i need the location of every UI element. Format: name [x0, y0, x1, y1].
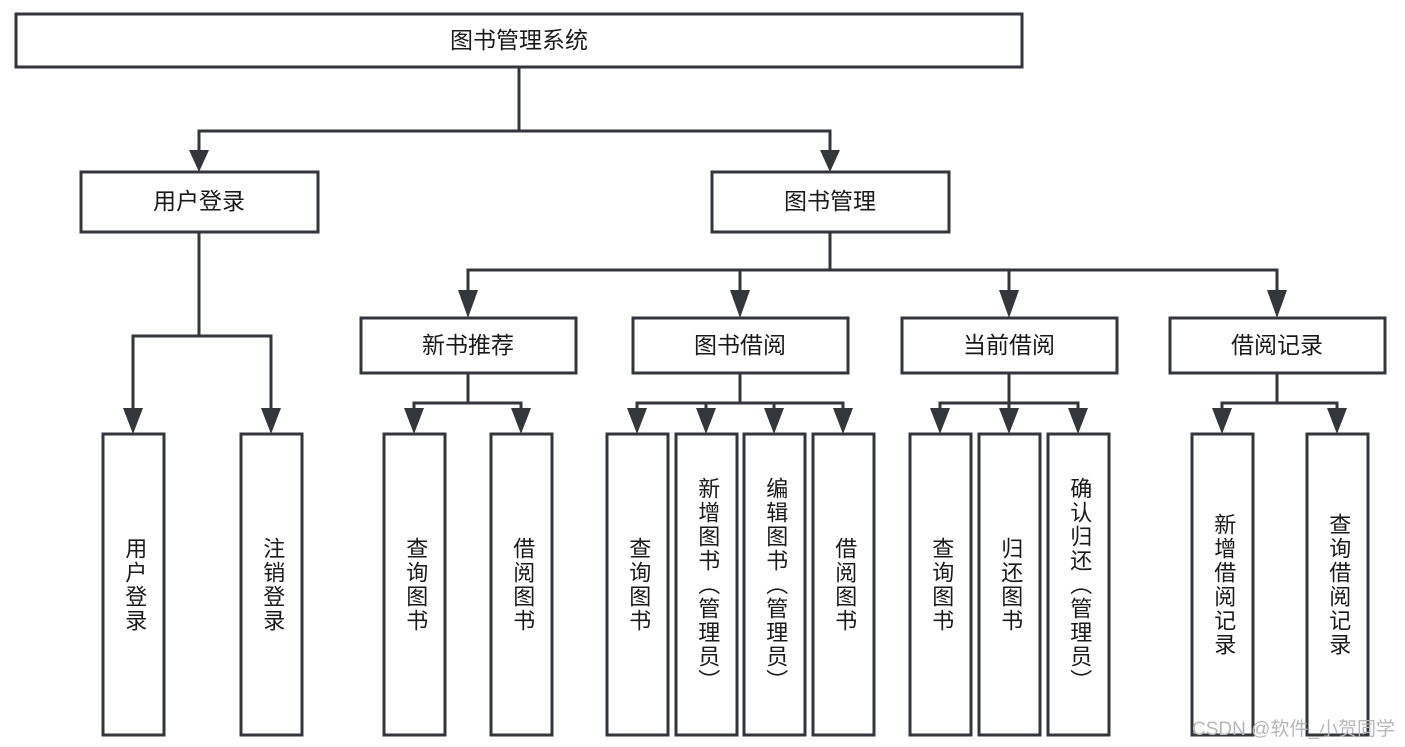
arrow-head-leaf-currentborrow-2 [999, 408, 1019, 434]
leaf-currentborrow-3-label: 确认归还（管理员） [1067, 477, 1092, 693]
arrow-head-leaf-currentborrow-1 [930, 408, 950, 434]
leaf-borrowrecords-1-label: 新增借阅记录 [1211, 513, 1236, 657]
leaf-bookborrow-4-box[interactable] [811, 432, 876, 737]
arrow-head-leaf-borrowrecords-1 [1212, 408, 1232, 434]
leaf-bookborrow-3-label: 编辑图书（管理员） [763, 477, 788, 693]
arrow-head-bookmgmt [820, 150, 840, 172]
arrow-head-userlogin [189, 150, 209, 172]
leaf-borrowrecords-2-label: 查询借阅记录 [1326, 513, 1351, 657]
leaf-newbook-2-label: 借阅图书 [510, 537, 535, 633]
leaf-currentborrow-1-label: 查询图书 [929, 537, 954, 633]
leaf-bookborrow-1-label: 查询图书 [626, 537, 651, 633]
leaf-borrowrecords-1-box[interactable] [1190, 432, 1255, 737]
leaf-node[interactable]: 新增图书（管理员） [674, 432, 739, 737]
arrow-head-leaf-newbook-2 [511, 408, 531, 434]
leaf-currentborrow-3-box[interactable] [1046, 432, 1111, 737]
leaf-newbook-2-box[interactable] [489, 432, 554, 737]
leaf-newbook-1-box[interactable] [382, 432, 447, 737]
leaf-newbook-1-label: 查询图书 [403, 537, 428, 633]
leaf-node[interactable]: 用户登录 [101, 432, 166, 737]
leaf-currentborrow-2-label: 归还图书 [998, 537, 1023, 633]
leaf-node[interactable]: 注销登录 [239, 432, 304, 737]
node-user-login[interactable]: 用户登录 [79, 170, 320, 234]
node-current-borrow[interactable]: 当前借阅 [900, 316, 1119, 375]
node-new-book-recommend[interactable]: 新书推荐 [359, 316, 578, 375]
leaf-node[interactable]: 查询图书 [382, 432, 447, 737]
connector-group-root [189, 65, 840, 172]
leaf-node[interactable]: 编辑图书（管理员） [742, 432, 807, 737]
node-book-management-label: 图书管理 [784, 188, 876, 214]
arrow-head-leaf-bookborrow-3 [764, 408, 784, 434]
leaf-node[interactable]: 确认归还（管理员） [1046, 432, 1111, 737]
arrow-head-leaf-bookborrow-4 [833, 408, 853, 434]
arrow-head-leaf-currentborrow-3 [1068, 408, 1088, 434]
leaf-node[interactable]: 借阅图书 [489, 432, 554, 737]
leaf-user-login-1-box[interactable] [101, 432, 166, 737]
node-root-box[interactable] [14, 12, 1024, 69]
connector-group-bookmgmt [458, 230, 1287, 318]
arrow-head-leaf-bookborrow-2 [696, 408, 716, 434]
node-user-login-label: 用户登录 [153, 188, 245, 214]
leaf-bookborrow-3-box[interactable] [742, 432, 807, 737]
leaf-bookborrow-1-box[interactable] [605, 432, 670, 737]
connector-group-borrow-records [1212, 371, 1347, 434]
leaf-bookborrow-2-label: 新增图书（管理员） [695, 477, 720, 693]
node-book-management-box[interactable] [710, 170, 951, 234]
arrow-head-leaf-user-login-1 [123, 408, 143, 434]
leaf-node[interactable]: 新增借阅记录 [1190, 432, 1255, 737]
leaf-user-login-1-label: 用户登录 [122, 537, 147, 633]
node-book-management[interactable]: 图书管理 [710, 170, 951, 234]
leaf-user-login-2-label: 注销登录 [260, 537, 285, 633]
arrow-head-current-borrow [999, 290, 1019, 318]
connector-group-book-borrow [627, 371, 853, 434]
arrow-head-book-borrow [730, 290, 750, 318]
node-current-borrow-box[interactable] [900, 316, 1119, 375]
arrow-head-borrow-records [1267, 290, 1287, 318]
leaf-currentborrow-2-box[interactable] [977, 432, 1042, 737]
node-new-book-recommend-label: 新书推荐 [422, 332, 514, 358]
node-borrow-records-box[interactable] [1168, 316, 1387, 375]
arrow-head-leaf-bookborrow-1 [627, 408, 647, 434]
leaf-node[interactable]: 查询借阅记录 [1305, 432, 1370, 737]
arrow-head-leaf-borrowrecords-2 [1327, 408, 1347, 434]
connector-group-current-borrow [930, 371, 1088, 434]
node-user-login-box[interactable] [79, 170, 320, 234]
arrow-head-new-book-recommend [458, 290, 478, 318]
node-root[interactable]: 图书管理系统 [14, 12, 1024, 69]
node-current-borrow-label: 当前借阅 [963, 332, 1055, 358]
node-book-borrow-box[interactable] [631, 316, 850, 375]
node-new-book-recommend-box[interactable] [359, 316, 578, 375]
leaf-bookborrow-2-box[interactable] [674, 432, 739, 737]
leaf-currentborrow-1-box[interactable] [908, 432, 973, 737]
leaf-user-login-2-box[interactable] [239, 432, 304, 737]
leaf-borrowrecords-2-box[interactable] [1305, 432, 1370, 737]
connector-group-new-book-recommend [404, 371, 531, 434]
leaf-node[interactable]: 借阅图书 [811, 432, 876, 737]
arrow-head-leaf-newbook-1 [404, 408, 424, 434]
leaf-node[interactable]: 查询图书 [908, 432, 973, 737]
arrow-head-leaf-user-login-2 [261, 408, 281, 434]
node-book-borrow-label: 图书借阅 [694, 332, 786, 358]
leaf-node[interactable]: 查询图书 [605, 432, 670, 737]
node-borrow-records[interactable]: 借阅记录 [1168, 316, 1387, 375]
node-book-borrow[interactable]: 图书借阅 [631, 316, 850, 375]
connector-group-userlogin [123, 230, 281, 434]
leaf-node[interactable]: 归还图书 [977, 432, 1042, 737]
node-root-label: 图书管理系统 [450, 27, 588, 53]
node-borrow-records-label: 借阅记录 [1231, 332, 1323, 358]
leaf-bookborrow-4-label: 借阅图书 [832, 537, 857, 633]
